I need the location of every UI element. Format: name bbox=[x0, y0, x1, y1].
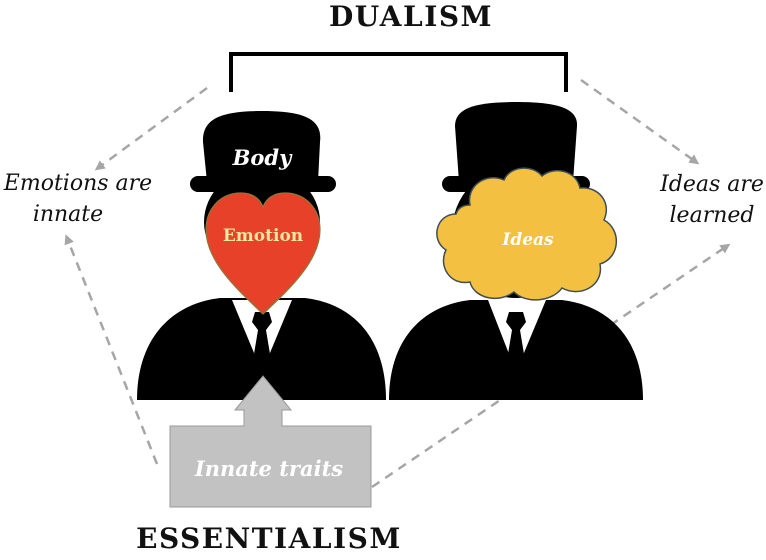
dualism-heading: DUALISM bbox=[329, 0, 493, 33]
body-label: Body bbox=[232, 145, 293, 170]
right-note-line2: learned bbox=[670, 203, 755, 228]
dualism-bracket bbox=[231, 54, 566, 92]
arrow-box-to-emotions-innate bbox=[67, 238, 157, 464]
emotion-heart-icon bbox=[206, 193, 320, 314]
essentialism-heading: ESSENTIALISM bbox=[136, 522, 402, 555]
arrow-to-emotions-innate bbox=[98, 88, 207, 168]
right-figure: Ideas bbox=[389, 102, 643, 400]
left-note-line1: Emotions are bbox=[3, 171, 152, 196]
arrow-to-ideas-learned bbox=[581, 80, 696, 162]
left-figure: Body Emotion bbox=[137, 111, 386, 400]
innate-traits-label: Innate traits bbox=[194, 456, 343, 481]
ideas-label: Ideas bbox=[501, 230, 554, 250]
emotion-label: Emotion bbox=[223, 226, 303, 246]
right-note-line1: Ideas are bbox=[659, 172, 764, 197]
left-note-line2: innate bbox=[33, 202, 103, 227]
